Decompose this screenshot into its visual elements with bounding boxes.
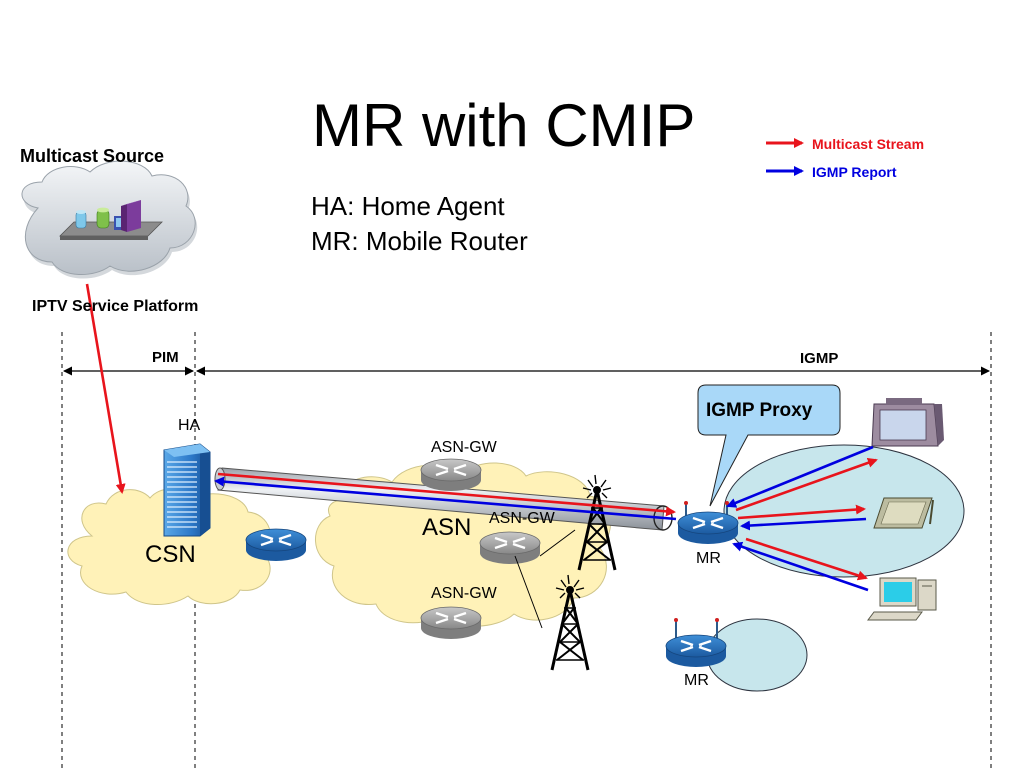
multicast-source-arrow: [85, 283, 126, 494]
pc-multicast-arrow: [745, 537, 868, 581]
igmp-label: IGMP: [800, 350, 839, 367]
definition-mr: MR: Mobile Router: [311, 226, 528, 256]
iptv-platform-label: IPTV Service Platform: [32, 298, 199, 315]
asn-gw-bottom-label: ASN-GW: [431, 585, 497, 602]
link-line-1: [514, 555, 543, 629]
igmp-proxy-callout: [697, 384, 841, 507]
asn-gw-top-router-icon: [419, 457, 483, 493]
pda-icon: [873, 497, 934, 529]
multicast-source-label: Multicast Source: [20, 146, 165, 166]
legend-igmp-label: IGMP Report: [812, 164, 897, 180]
pda-igmp-arrow: [740, 517, 867, 531]
ha-label: HA: [178, 417, 201, 434]
page-title: MR with CMIP: [312, 92, 696, 159]
cloud-icon: [21, 160, 198, 279]
mr-main-label: MR: [696, 550, 721, 567]
tv-icon: [871, 398, 944, 447]
definition-ha: HA: Home Agent: [311, 191, 505, 221]
tv-multicast-arrow: [735, 457, 878, 512]
server-tower-icon: [163, 443, 211, 537]
csn-router-icon: [244, 527, 308, 563]
asn-label: ASN: [422, 514, 472, 541]
server-rack-icon: [59, 200, 163, 240]
desktop-pc-icon: [867, 577, 937, 621]
csn-label: CSN: [145, 541, 196, 568]
tunnel-igmp-arrow: [214, 476, 677, 521]
asn-gw-mid-router-icon: [478, 530, 542, 566]
link-line-2: [539, 529, 576, 557]
tunnel-multicast-arrow: [217, 472, 676, 517]
pim-label: PIM: [152, 349, 179, 366]
legend-multicast-label: Multicast Stream: [812, 136, 925, 152]
pda-multicast-arrow: [737, 504, 866, 520]
asn-gw-bottom-router-icon: [419, 605, 483, 641]
igmp-proxy-label: IGMP Proxy: [706, 400, 813, 421]
mr-second-label: MR: [684, 672, 709, 689]
asn-gw-top-label: ASN-GW: [431, 439, 497, 456]
pc-igmp-arrow: [732, 541, 869, 592]
asn-gw-mid-label: ASN-GW: [489, 510, 555, 527]
tv-igmp-arrow: [726, 445, 874, 508]
mr-second-router-icon: [664, 618, 728, 669]
